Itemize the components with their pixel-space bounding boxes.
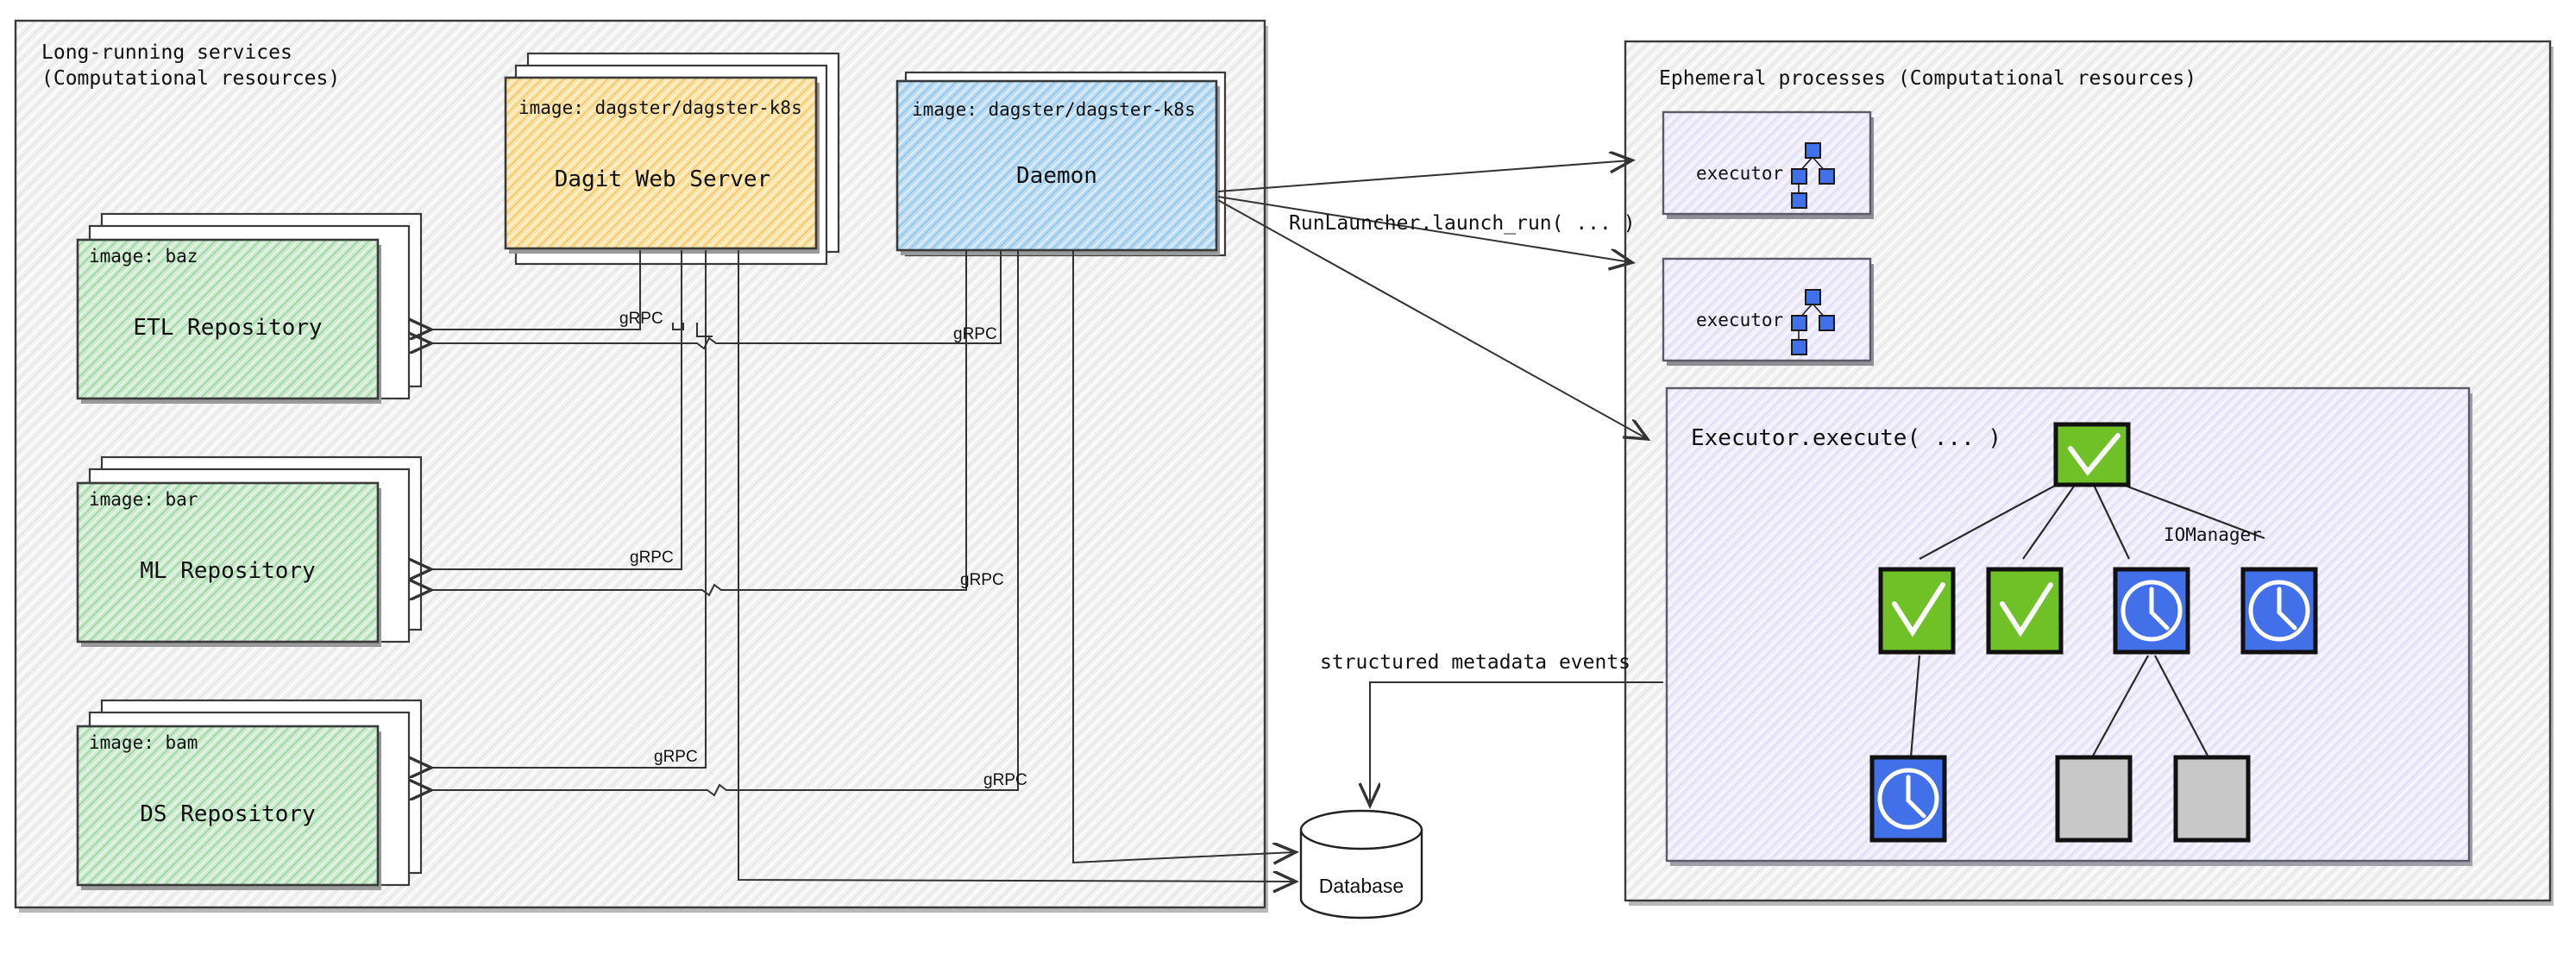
grpc-label-daemon-etl: gRPC xyxy=(953,325,997,343)
database-cylinder[interactable] xyxy=(1299,809,1423,919)
run-launcher-edges xyxy=(1217,160,1646,438)
repo-ds-image-label: image: bam xyxy=(89,732,198,753)
executor-box-2[interactable] xyxy=(1662,257,1874,366)
dagit-name: Dagit Web Server xyxy=(555,166,770,192)
grpc-label-daemon-ds: gRPC xyxy=(983,771,1027,789)
line-jump-marks xyxy=(672,323,713,337)
executor-box-1[interactable] xyxy=(1662,110,1874,219)
dag-node-e[interactable] xyxy=(1869,755,1947,843)
executor-dag-icon-1 xyxy=(1791,142,1835,209)
iomanager-label: IOManager xyxy=(2164,524,2262,545)
repo-ml-name: ML Repository xyxy=(140,558,316,584)
repository-card-ds[interactable] xyxy=(76,699,423,890)
repository-card-etl[interactable] xyxy=(76,212,423,404)
dagit-image-label: image: dagster/dagster-k8s xyxy=(518,97,802,118)
executor-label-1: executor xyxy=(1696,163,1783,184)
left-panel-title-line1: Long-running services xyxy=(41,41,292,64)
executor-dag-icon-2 xyxy=(1791,289,1835,355)
grpc-label-dagit-ds: gRPC xyxy=(654,748,698,766)
repo-etl-name: ETL Repository xyxy=(133,315,322,341)
dagit-web-server-card[interactable] xyxy=(504,52,840,266)
structured-metadata-label: structured metadata events xyxy=(1320,651,1630,674)
right-panel-title: Ephemeral processes (Computational resou… xyxy=(1659,67,2196,90)
grpc-connections xyxy=(430,250,1019,795)
repo-ds-name: DS Repository xyxy=(140,801,316,827)
executor-label-2: executor xyxy=(1696,310,1783,330)
repo-ml-image-label: image: bar xyxy=(89,489,198,510)
daemon-name: Daemon xyxy=(1016,163,1097,189)
structured-metadata-edge xyxy=(1370,681,1663,804)
dag-node-a[interactable] xyxy=(1878,567,1956,655)
daemon-card[interactable] xyxy=(895,71,1227,257)
dag-node-f[interactable] xyxy=(2055,755,2133,843)
left-panel-title-line2: (Computational resources) xyxy=(41,67,340,90)
grpc-label-dagit-etl: gRPC xyxy=(619,310,663,328)
run-launcher-label: RunLauncher.launch_run( ... ) xyxy=(1289,212,1636,235)
database-label: Database xyxy=(1319,875,1404,897)
daemon-image-label: image: dagster/dagster-k8s xyxy=(912,99,1196,120)
grpc-label-daemon-ml: gRPC xyxy=(960,571,1004,589)
dag-node-c[interactable] xyxy=(2113,567,2190,655)
dag-node-g[interactable] xyxy=(2173,755,2251,843)
repository-card-ml[interactable] xyxy=(76,455,423,647)
grpc-label-dagit-ml: gRPC xyxy=(630,549,674,567)
dag-node-b[interactable] xyxy=(1986,567,2064,655)
repo-etl-image-label: image: baz xyxy=(89,246,198,267)
database-edges xyxy=(738,250,1294,882)
dag-node-root[interactable] xyxy=(2053,422,2131,487)
dag-edges xyxy=(1909,478,2265,758)
dag-node-d[interactable] xyxy=(2240,567,2318,655)
executor-execute-title: Executor.execute( ... ) xyxy=(1691,425,2001,451)
